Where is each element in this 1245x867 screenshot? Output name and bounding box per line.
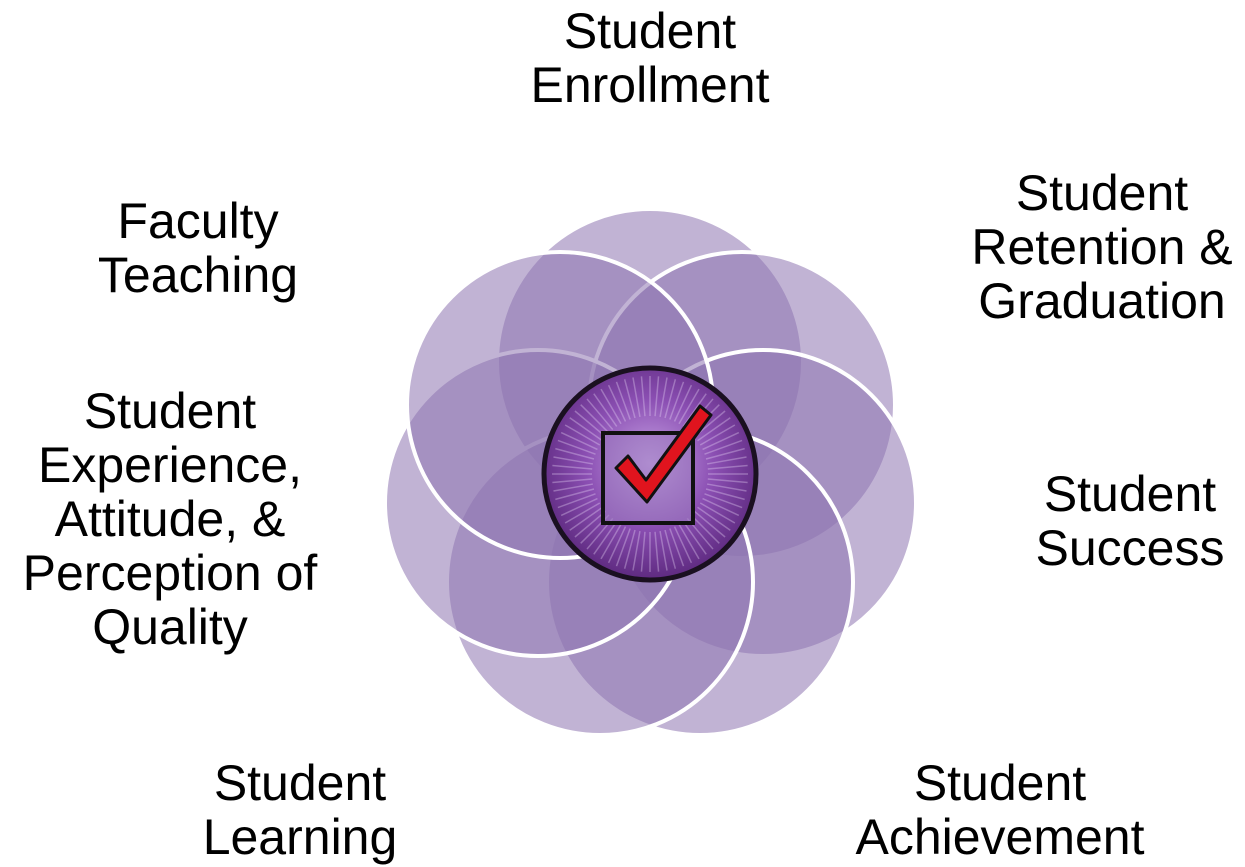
badge-ray: [705, 488, 745, 501]
badge-ray: [552, 464, 593, 470]
badge-ray: [690, 514, 720, 544]
badge-ray: [553, 456, 594, 465]
label-line: Experience,: [37, 437, 303, 493]
badge-ray: [707, 478, 748, 484]
badge-ray: [673, 526, 693, 564]
badge-ray: [693, 510, 726, 538]
badge-ray: [707, 464, 748, 470]
badge-ray: [552, 478, 593, 484]
label-student-retention-graduation: Student Retention & Graduation: [952, 166, 1245, 328]
label-line: Faculty: [117, 193, 279, 249]
badge-ray: [553, 483, 594, 492]
badge-ray: [555, 447, 595, 460]
badge-ray: [632, 377, 641, 418]
badge-ray: [682, 393, 707, 427]
badge-ray: [697, 417, 731, 442]
badge-ray: [706, 483, 747, 492]
badge-ray: [702, 431, 740, 451]
badge-ray: [699, 424, 736, 446]
badge-ray: [574, 510, 607, 538]
badge-ray: [557, 493, 596, 509]
label-line: Enrollment: [530, 57, 770, 113]
badge-ray: [623, 379, 636, 419]
label-line: Student: [83, 383, 257, 439]
badge-ray: [704, 493, 743, 509]
label-line: Perception of: [22, 545, 318, 601]
badge-ray: [705, 447, 745, 460]
badge-ray: [615, 381, 631, 420]
label-line: Achievement: [855, 809, 1145, 865]
label-line: Attitude, &: [54, 491, 286, 547]
badge-ray: [593, 393, 618, 427]
label-student-enrollment: Student Enrollment: [450, 4, 850, 112]
badge-ray: [640, 376, 646, 417]
badge-ray: [600, 388, 622, 425]
badge-ray: [574, 410, 607, 438]
label-faculty-teaching: Faculty Teaching: [78, 194, 318, 302]
badge-ray: [580, 404, 610, 434]
badge-ray: [669, 528, 685, 567]
badge-ray: [560, 431, 598, 451]
badge-ray: [564, 502, 601, 524]
badge-ray: [593, 521, 618, 555]
label-student-achievement: Student Achievement: [840, 756, 1160, 864]
label-line: Teaching: [97, 247, 299, 303]
badge-ray: [557, 439, 596, 455]
badge-ray: [678, 388, 700, 425]
label-student-success: Student Success: [1020, 467, 1240, 575]
badge-ray: [654, 376, 660, 417]
badge-ray: [607, 526, 627, 564]
badge-ray: [704, 439, 743, 455]
badge-ray: [623, 529, 636, 569]
badge-ray: [682, 521, 707, 555]
label-line: Graduation: [978, 273, 1226, 329]
badge-ray: [664, 379, 677, 419]
label-line: Learning: [202, 809, 398, 865]
badge-ray: [659, 530, 668, 571]
badge-ray: [632, 530, 641, 571]
badge-ray: [702, 497, 740, 517]
badge-ray: [699, 502, 736, 524]
badge-ray: [555, 488, 595, 501]
badge-ray: [706, 456, 747, 465]
badge-ray: [560, 497, 598, 517]
badge-ray: [669, 381, 685, 420]
label-student-learning: Student Learning: [170, 756, 430, 864]
badge-ray: [654, 531, 660, 572]
label-line: Quality: [92, 599, 248, 655]
label-line: Student: [1015, 165, 1189, 221]
badge-ray: [586, 398, 614, 431]
badge-ray: [673, 384, 693, 422]
badge-ray: [664, 529, 677, 569]
badge-ray: [607, 384, 627, 422]
badge-ray: [640, 531, 646, 572]
badge-ray: [615, 528, 631, 567]
badge-ray: [659, 377, 668, 418]
badge-ray: [600, 523, 622, 560]
label-line: Student: [1043, 466, 1217, 522]
checkmark-badge-icon: [541, 365, 759, 583]
badge-ray: [569, 506, 603, 531]
badge-ray: [569, 417, 603, 442]
label-line: Student: [213, 755, 387, 811]
label-line: Student: [913, 755, 1087, 811]
badge-ray: [678, 523, 700, 560]
label-line: Success: [1035, 520, 1225, 576]
badge-ray: [697, 506, 731, 531]
label-student-experience: Student Experience, Attitude, & Percepti…: [0, 384, 340, 654]
label-line: Student: [563, 3, 737, 59]
label-line: Retention &: [971, 219, 1233, 275]
badge-ray: [564, 424, 601, 446]
